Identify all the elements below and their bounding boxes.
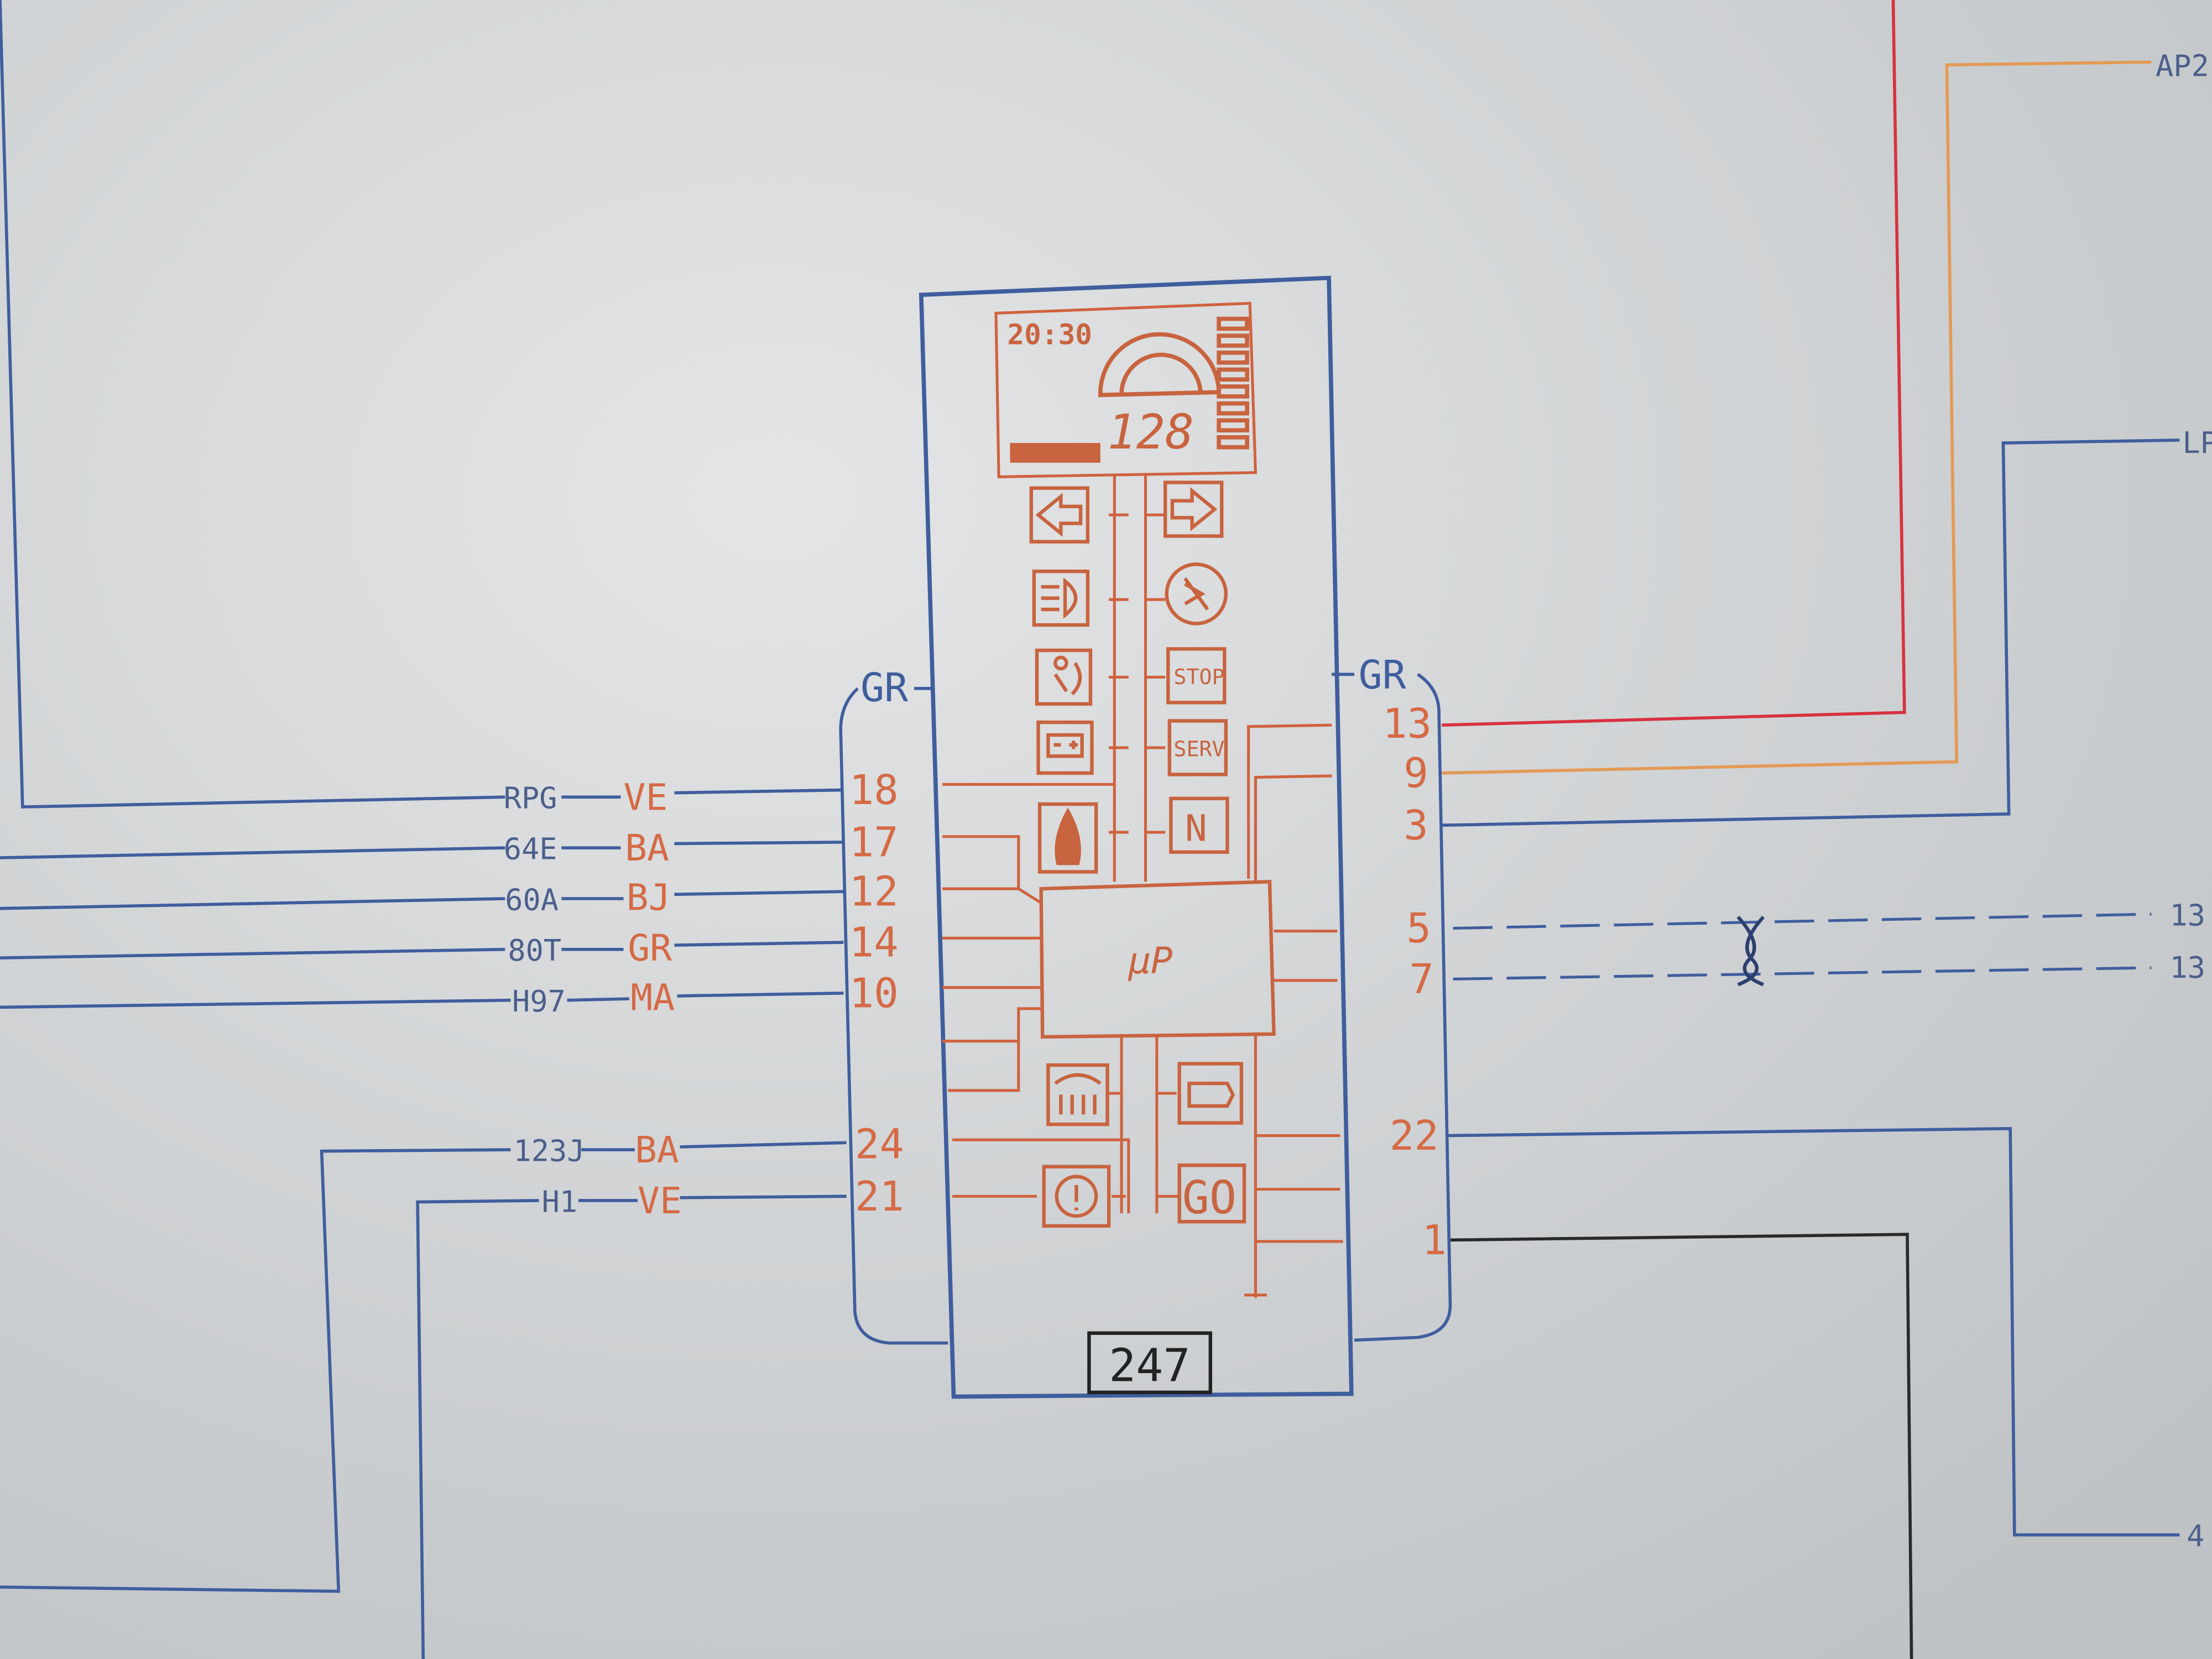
lcd-display: 20:30 128 xyxy=(994,301,1258,478)
pin-number: 9 xyxy=(1404,749,1428,797)
wire-color: VE xyxy=(638,1179,682,1222)
wire-code: 80T xyxy=(508,933,561,968)
dest-label: AP2 xyxy=(2156,49,2209,84)
left-turn-indicator-icon xyxy=(1029,486,1090,544)
headlight-icon xyxy=(1032,569,1090,627)
wire-color: MA xyxy=(630,976,675,1019)
pin-number: 22 xyxy=(1390,1112,1439,1160)
wire-code: H97 xyxy=(512,984,566,1019)
left-wire-labels: RPG VE 64E BA 60A BJ 80T GR H97 MA 123J … xyxy=(504,775,682,1222)
engine-warning-icon xyxy=(1177,1062,1244,1125)
internal-wiring xyxy=(942,475,1343,1298)
pin-number: 13 xyxy=(1383,700,1432,748)
pin-number: 24 xyxy=(855,1120,904,1168)
pin-number: 21 xyxy=(855,1173,904,1220)
wire-color: BA xyxy=(635,1128,679,1171)
neutral-indicator xyxy=(1169,796,1229,854)
right-turn-indicator-icon xyxy=(1163,481,1224,538)
right-wires xyxy=(1442,0,2180,1659)
stop-label: STOP xyxy=(1173,665,1224,690)
wire-color: GR xyxy=(628,926,672,969)
oil-pressure-icon xyxy=(1037,802,1098,874)
pin-number: 7 xyxy=(1409,956,1434,1003)
stop-indicator xyxy=(1166,647,1227,705)
warning-icon xyxy=(1042,1165,1111,1228)
neutral-label: N xyxy=(1185,806,1207,849)
right-pins: 13 9 3 5 7 22 1 xyxy=(1383,700,1447,1264)
wire-color: BA xyxy=(625,826,669,869)
instrument-cluster-outline xyxy=(919,275,1354,1399)
dest-label: 13 xyxy=(2169,898,2205,932)
wire-code: 64E xyxy=(504,832,557,867)
rev-gauge-icon xyxy=(1098,332,1222,398)
rear-defrost-icon xyxy=(1046,1063,1109,1126)
airbag-icon xyxy=(1035,648,1093,706)
component-id: 247 xyxy=(1109,1339,1190,1392)
dest-label: LP xyxy=(2182,425,2212,460)
dest-label: 13 xyxy=(2169,950,2205,985)
wire-color: BJ xyxy=(627,875,671,919)
serv-indicator xyxy=(1167,719,1228,776)
go-indicator xyxy=(1177,1163,1246,1224)
twisted-pair-icon xyxy=(1736,916,1765,987)
left-pins: 18 17 12 14 10 24 21 xyxy=(849,766,904,1220)
fog-light-icon xyxy=(1165,562,1228,625)
pin-number: 14 xyxy=(849,919,899,967)
pin-number: 5 xyxy=(1406,905,1431,952)
left-connector-outline xyxy=(839,687,948,1345)
pin-number: 1 xyxy=(1422,1217,1447,1264)
odometer-segments xyxy=(1010,443,1100,463)
microprocessor-chip xyxy=(1039,880,1276,1039)
pin-number: 3 xyxy=(1404,802,1428,849)
go-label: GO xyxy=(1182,1172,1237,1224)
display-clock: 20:30 xyxy=(1007,319,1092,351)
right-connector-color: GR xyxy=(1359,652,1406,698)
pin-number: 10 xyxy=(849,969,899,1017)
serv-label: SERV xyxy=(1173,737,1224,761)
wire-color: VE xyxy=(624,775,668,818)
pin-number: 18 xyxy=(849,766,899,814)
chip-label: µP xyxy=(1128,939,1173,982)
pin-number: 12 xyxy=(849,868,899,916)
wire-code: RPG xyxy=(504,781,557,816)
wire-code: 123J xyxy=(514,1133,585,1168)
left-connector-color: GR xyxy=(860,665,908,711)
fuel-gauge-bars xyxy=(1217,316,1249,450)
wire-code: H1 xyxy=(542,1184,578,1219)
right-connector-outline xyxy=(1354,673,1452,1342)
left-wires xyxy=(0,0,847,1659)
battery-icon xyxy=(1036,720,1094,775)
dest-label: 4 xyxy=(2187,1519,2204,1553)
display-speed: 128 xyxy=(1108,404,1194,460)
pin-number: 17 xyxy=(849,818,899,866)
wire-code: 60A xyxy=(505,882,559,917)
component-id-box xyxy=(1087,1331,1212,1395)
